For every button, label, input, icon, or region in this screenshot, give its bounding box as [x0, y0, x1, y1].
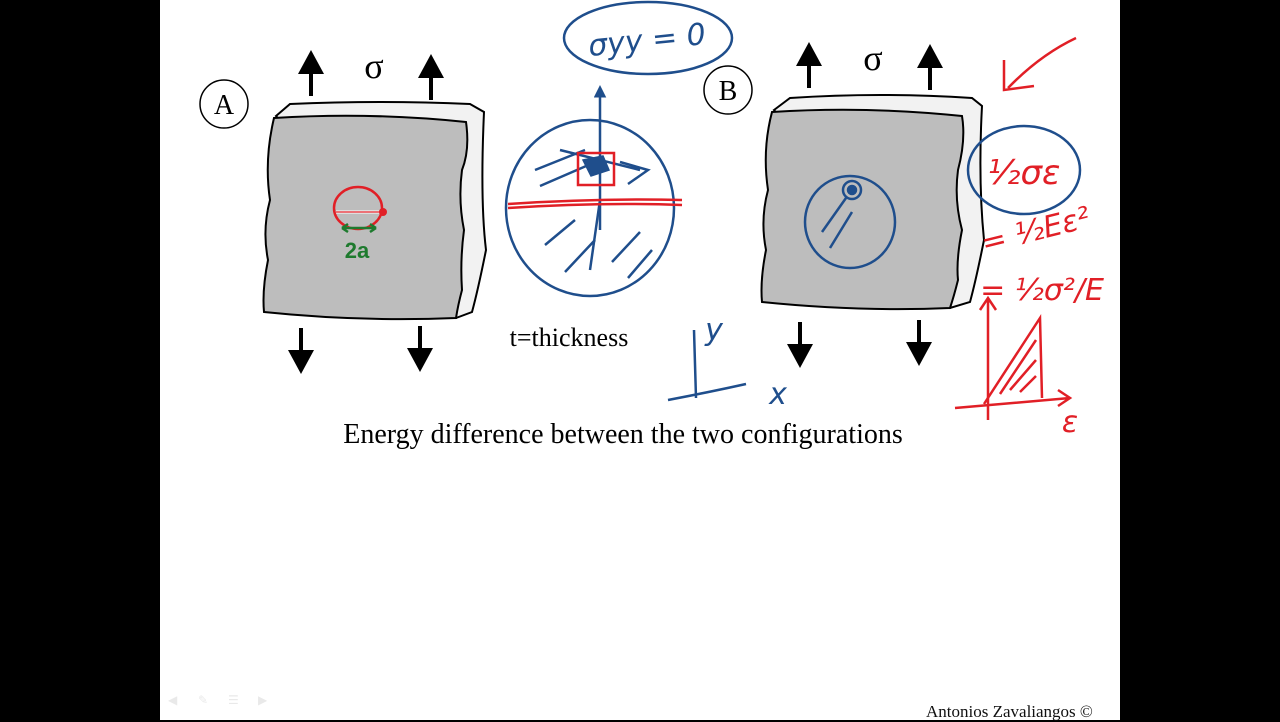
plate-b-marker — [703, 65, 753, 115]
slide: A B σ σ 2a t=thickness Energy difference… — [160, 0, 1120, 720]
copyright-footer: Antonios Zavaliangos © — [926, 702, 1093, 721]
axis-x-label: x — [768, 377, 787, 412]
sigma-label-a: σ — [364, 46, 383, 86]
crack-length-label: 2a — [345, 238, 370, 263]
crack-plane-red — [507, 151, 683, 210]
diagram-canvas: A B σ σ 2a t=thickness Energy difference… — [199, 0, 1104, 450]
plate-b-label: B — [719, 76, 738, 107]
plate-a-marker — [199, 79, 249, 129]
next-icon[interactable]: ▶ — [258, 693, 268, 707]
thickness-label: t=thickness — [510, 323, 629, 352]
previous-icon[interactable]: ◀ — [168, 693, 178, 707]
energy-density-bubble — [966, 124, 1082, 216]
energy-density-1: ½σε — [988, 153, 1061, 193]
slide-nav: ◀ ✎ ☰ ▶ — [168, 694, 274, 706]
plate-a-label: A — [214, 90, 235, 121]
xy-axes — [667, 329, 747, 402]
sigma-label-b: σ — [863, 38, 882, 78]
caption: Energy difference between the two config… — [343, 419, 903, 450]
strain-axis-label: ε — [1062, 405, 1078, 440]
energy-density-3: = ½σ²/E — [980, 273, 1104, 308]
crack-a — [332, 185, 387, 234]
uncracked-region-b — [803, 174, 897, 270]
sigma-yy-note: σyy = 0 — [587, 17, 708, 64]
load-arrows-a — [288, 50, 444, 374]
energy-density-2: = ½Eε² — [978, 200, 1094, 261]
magnified-crack-tip — [504, 85, 676, 298]
plate-b — [760, 94, 986, 311]
menu-icon[interactable]: ☰ — [228, 693, 239, 707]
pen-icon[interactable]: ✎ — [198, 693, 209, 707]
load-arrows-b — [787, 42, 943, 368]
red-annotations — [954, 36, 1077, 420]
sigma-yy-bubble — [562, 0, 734, 76]
axis-y-label: y — [704, 313, 724, 348]
